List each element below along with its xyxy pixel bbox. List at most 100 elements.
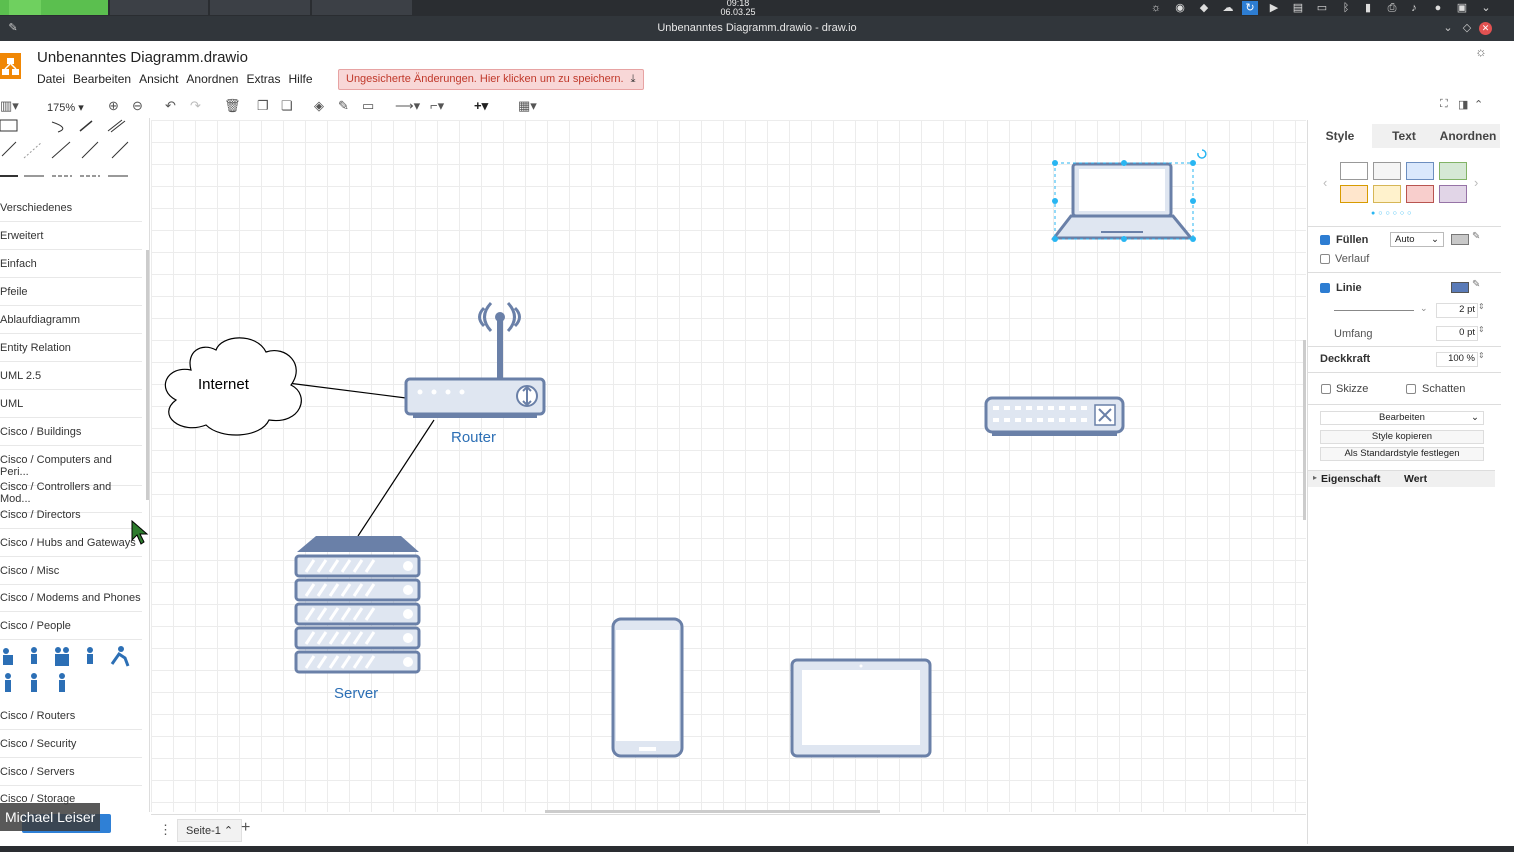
pin-icon[interactable]: ✎ bbox=[8, 22, 18, 34]
sync-icon[interactable]: ↻ bbox=[1242, 1, 1258, 15]
sidebar-category[interactable]: Cisco / Hubs and Gateways bbox=[0, 537, 142, 557]
add-page-icon[interactable]: + bbox=[241, 819, 251, 836]
sidebar-category[interactable]: Cisco / Computers and Peri... bbox=[0, 454, 142, 486]
sidebar-category[interactable]: Cisco / Directors bbox=[0, 509, 142, 529]
sidebar-category[interactable]: Cisco / Buildings bbox=[0, 426, 142, 446]
sidebar-category[interactable]: Entity Relation bbox=[0, 342, 142, 362]
delete-icon[interactable]: 🗑 bbox=[224, 98, 241, 113]
sidebar-category[interactable]: UML 2.5 bbox=[0, 370, 142, 390]
sidebar-category[interactable]: Cisco / Modems and Phones bbox=[0, 592, 142, 612]
sidebar-category[interactable]: Cisco / Controllers and Mod... bbox=[0, 481, 142, 513]
page-tab[interactable]: Seite-1 ⌃ bbox=[177, 819, 243, 842]
style-swatch-white[interactable] bbox=[1340, 162, 1368, 180]
copy-style-button[interactable]: Style kopieren bbox=[1320, 430, 1484, 444]
sidebar-scrollbar[interactable] bbox=[146, 250, 149, 500]
shadow-icon[interactable]: ▭ bbox=[362, 98, 375, 113]
router-shape[interactable] bbox=[404, 301, 546, 418]
selection-handles[interactable] bbox=[1052, 149, 1207, 242]
fullscreen-icon[interactable]: ⛶ bbox=[1440, 98, 1448, 110]
table-icon[interactable]: ▦▾ bbox=[518, 98, 537, 113]
tablet-shape[interactable] bbox=[790, 658, 932, 758]
style-swatch-purple[interactable] bbox=[1439, 185, 1467, 203]
theme-icon[interactable]: ☼ bbox=[1475, 44, 1487, 59]
line-pencil-icon[interactable]: ✎ bbox=[1472, 279, 1481, 290]
smartphone-shape[interactable] bbox=[611, 617, 684, 758]
router-server-connector[interactable] bbox=[357, 419, 435, 537]
opacity-stepper[interactable]: ⇕ bbox=[1478, 351, 1485, 360]
zoom-in-icon[interactable]: ⊕ bbox=[108, 98, 119, 113]
chevron-right-icon[interactable]: › bbox=[1474, 175, 1479, 190]
sketch-checkbox[interactable] bbox=[1321, 384, 1331, 394]
undo-icon[interactable]: ↶ bbox=[165, 98, 176, 113]
cloud-icon[interactable]: ☁ bbox=[1222, 2, 1234, 14]
format-panel-icon[interactable]: ◨ bbox=[1458, 99, 1469, 111]
style-swatch-red[interactable] bbox=[1406, 185, 1434, 203]
insert-icon[interactable]: +▾ bbox=[474, 98, 489, 113]
shape-palette-general[interactable] bbox=[0, 118, 145, 188]
pencil-icon[interactable]: ✎ bbox=[1472, 231, 1481, 242]
media-icon[interactable]: ▶ bbox=[1269, 2, 1279, 14]
server-shape[interactable] bbox=[294, 536, 421, 674]
internet-cloud-shape[interactable] bbox=[164, 337, 302, 436]
menu-hilfe[interactable]: Hilfe bbox=[288, 72, 313, 86]
diagram-canvas[interactable]: Internet Router Server bbox=[151, 120, 1306, 812]
tab-text[interactable]: Text bbox=[1372, 124, 1436, 148]
notification-icon[interactable]: ☼ bbox=[1150, 2, 1162, 14]
line-pattern-select[interactable]: ⌄ bbox=[1328, 303, 1428, 317]
tab-arrange[interactable]: Anordnen bbox=[1436, 124, 1500, 148]
perimeter-stepper[interactable]: ⇕ bbox=[1478, 325, 1485, 334]
collapse-icon[interactable]: ⌃ bbox=[1474, 99, 1484, 111]
window-titlebar[interactable]: ✎ Unbenanntes Diagramm.drawio - draw.io … bbox=[0, 16, 1514, 41]
microphone-icon[interactable]: ● bbox=[1434, 2, 1442, 14]
style-swatch-gray[interactable] bbox=[1373, 162, 1401, 180]
redo-icon[interactable]: ↷ bbox=[190, 98, 201, 113]
view-panels-icon[interactable]: ▥▾ bbox=[0, 98, 19, 113]
style-swatch-orange[interactable] bbox=[1340, 185, 1368, 203]
sidebar-category[interactable]: Verschiedenes bbox=[0, 202, 142, 222]
vpn-icon[interactable]: ◉ bbox=[1175, 2, 1185, 14]
workspace-3[interactable] bbox=[210, 0, 310, 15]
fill-color-icon[interactable]: ◈ bbox=[314, 98, 324, 113]
cisco-people-shapes[interactable] bbox=[0, 644, 140, 700]
sidebar-category[interactable]: Cisco / People bbox=[0, 620, 142, 640]
internet-router-connector[interactable] bbox=[287, 382, 407, 399]
sidebar-category[interactable]: Cisco / Security bbox=[0, 738, 142, 758]
chevron-left-icon[interactable]: ‹ bbox=[1323, 175, 1328, 190]
sidebar-category[interactable]: Ablaufdiagramm bbox=[0, 314, 142, 334]
properties-header[interactable]: ▸ Eigenschaft Wert bbox=[1308, 470, 1495, 487]
canvas-horizontal-scrollbar[interactable] bbox=[545, 810, 880, 813]
line-checkbox[interactable] bbox=[1320, 283, 1330, 293]
gradient-checkbox[interactable] bbox=[1320, 254, 1330, 264]
printer-icon[interactable]: ⎙ bbox=[1387, 2, 1397, 14]
sidebar-category[interactable]: Einfach bbox=[0, 258, 142, 278]
waypoints-icon[interactable]: ⌐▾ bbox=[430, 98, 445, 113]
minimize-icon[interactable]: ⌄ bbox=[1443, 22, 1453, 34]
sidebar-category[interactable]: Cisco / Storage bbox=[0, 793, 142, 812]
sidebar-category[interactable]: Cisco / Routers bbox=[0, 710, 142, 730]
chevron-up-icon[interactable]: ⌃ bbox=[223, 825, 234, 837]
network-icon[interactable]: ▣ bbox=[1456, 2, 1468, 14]
usb-icon[interactable]: ▮ bbox=[1364, 2, 1372, 14]
edit-select[interactable]: Bearbeiten⌄ bbox=[1320, 411, 1484, 425]
chevron-down-icon[interactable]: ⌄ bbox=[1481, 2, 1491, 14]
to-front-icon[interactable]: ❐ bbox=[257, 98, 269, 113]
unsaved-changes-button[interactable]: Ungesicherte Änderungen. Hier klicken um… bbox=[338, 69, 644, 90]
bluetooth-icon[interactable]: ᛒ bbox=[1342, 2, 1350, 14]
style-swatch-green[interactable] bbox=[1439, 162, 1467, 180]
switch-shape[interactable] bbox=[984, 396, 1125, 436]
workspace-2[interactable] bbox=[110, 0, 208, 15]
menu-extras[interactable]: Extras bbox=[246, 72, 281, 86]
sidebar-category[interactable]: Pfeile bbox=[0, 286, 142, 306]
swatch-pager[interactable]: ●○○○○○ bbox=[1371, 210, 1415, 217]
fill-color-swatch[interactable] bbox=[1451, 234, 1469, 245]
sidebar-category[interactable]: UML bbox=[0, 398, 142, 418]
shadow-checkbox[interactable] bbox=[1406, 384, 1416, 394]
sidebar-category[interactable]: Cisco / Servers bbox=[0, 766, 142, 786]
menu-bearbeiten[interactable]: Bearbeiten bbox=[73, 72, 132, 86]
connection-style-icon[interactable]: ⟶▾ bbox=[395, 98, 421, 113]
menu-ansicht[interactable]: Ansicht bbox=[139, 72, 179, 86]
canvas-vertical-scrollbar[interactable] bbox=[1303, 340, 1306, 520]
style-swatch-blue[interactable] bbox=[1406, 162, 1434, 180]
zoom-out-icon[interactable]: ⊖ bbox=[132, 98, 143, 113]
line-color-icon[interactable]: ✎ bbox=[338, 98, 349, 113]
